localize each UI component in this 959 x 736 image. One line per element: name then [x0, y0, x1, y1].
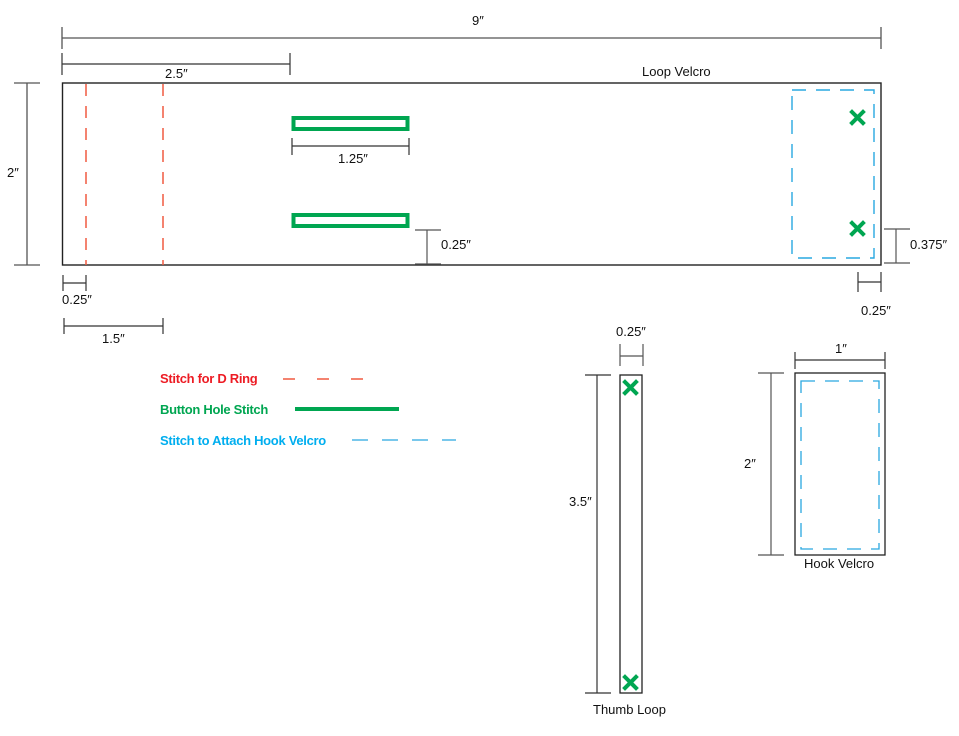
main-strap-title: Loop Velcro — [642, 64, 711, 79]
d-ring-stitch-lines — [85, 84, 164, 265]
label-2-5in: 2.5″ — [165, 66, 188, 81]
dimension-1-5in — [63, 318, 164, 334]
dimension-1-25in — [291, 138, 410, 155]
dimension-9in — [61, 27, 882, 49]
x-mark-icon — [849, 109, 866, 237]
label-0-375in: 0.375″ — [910, 237, 948, 252]
dimension-hook-height — [758, 372, 784, 556]
button-hole-bottom — [291, 213, 410, 228]
label-hook-width: 1″ — [835, 341, 847, 356]
hook-velcro-title: Hook Velcro — [804, 556, 875, 571]
dimension-0-25in-left — [62, 275, 87, 291]
hook-velcro-stitch — [800, 380, 880, 550]
label-1-25in: 1.25″ — [338, 151, 368, 166]
label-1-5in: 1.5″ — [102, 331, 125, 346]
button-hole-top — [291, 116, 410, 131]
legend-d-ring: Stitch for D Ring — [160, 371, 258, 386]
hook-velcro-outline — [794, 372, 886, 556]
label-0-25in-gap: 0.25″ — [441, 237, 471, 252]
dimension-2in-height — [14, 82, 40, 266]
label-thumb-height: 3.5″ — [569, 494, 592, 509]
label-9in: 9″ — [472, 13, 484, 28]
x-mark-icon — [622, 379, 639, 691]
label-hook-height: 2″ — [744, 456, 756, 471]
dimension-0-25in-gap — [415, 229, 441, 265]
dimension-0-375in — [884, 228, 910, 264]
label-0-25in-right: 0.25″ — [861, 303, 891, 318]
thumb-loop-title: Thumb Loop — [593, 702, 666, 717]
legend-button-hole: Button Hole Stitch — [160, 402, 268, 417]
main-strap-outline — [61, 82, 882, 266]
dimension-0-25in-right — [857, 272, 882, 292]
label-2in-height: 2″ — [7, 165, 19, 180]
legend-hook-velcro: Stitch to Attach Hook Velcro — [160, 433, 326, 448]
hook-velcro-stitch-area — [791, 89, 875, 259]
label-0-25in-left: 0.25″ — [62, 292, 92, 307]
dimension-hook-width — [794, 352, 886, 369]
dimension-thumb-width — [619, 344, 644, 366]
dimension-thumb-height — [585, 374, 611, 694]
thumb-loop-outline — [619, 374, 643, 694]
dimension-2-5in — [61, 53, 291, 75]
label-thumb-width: 0.25″ — [616, 324, 646, 339]
